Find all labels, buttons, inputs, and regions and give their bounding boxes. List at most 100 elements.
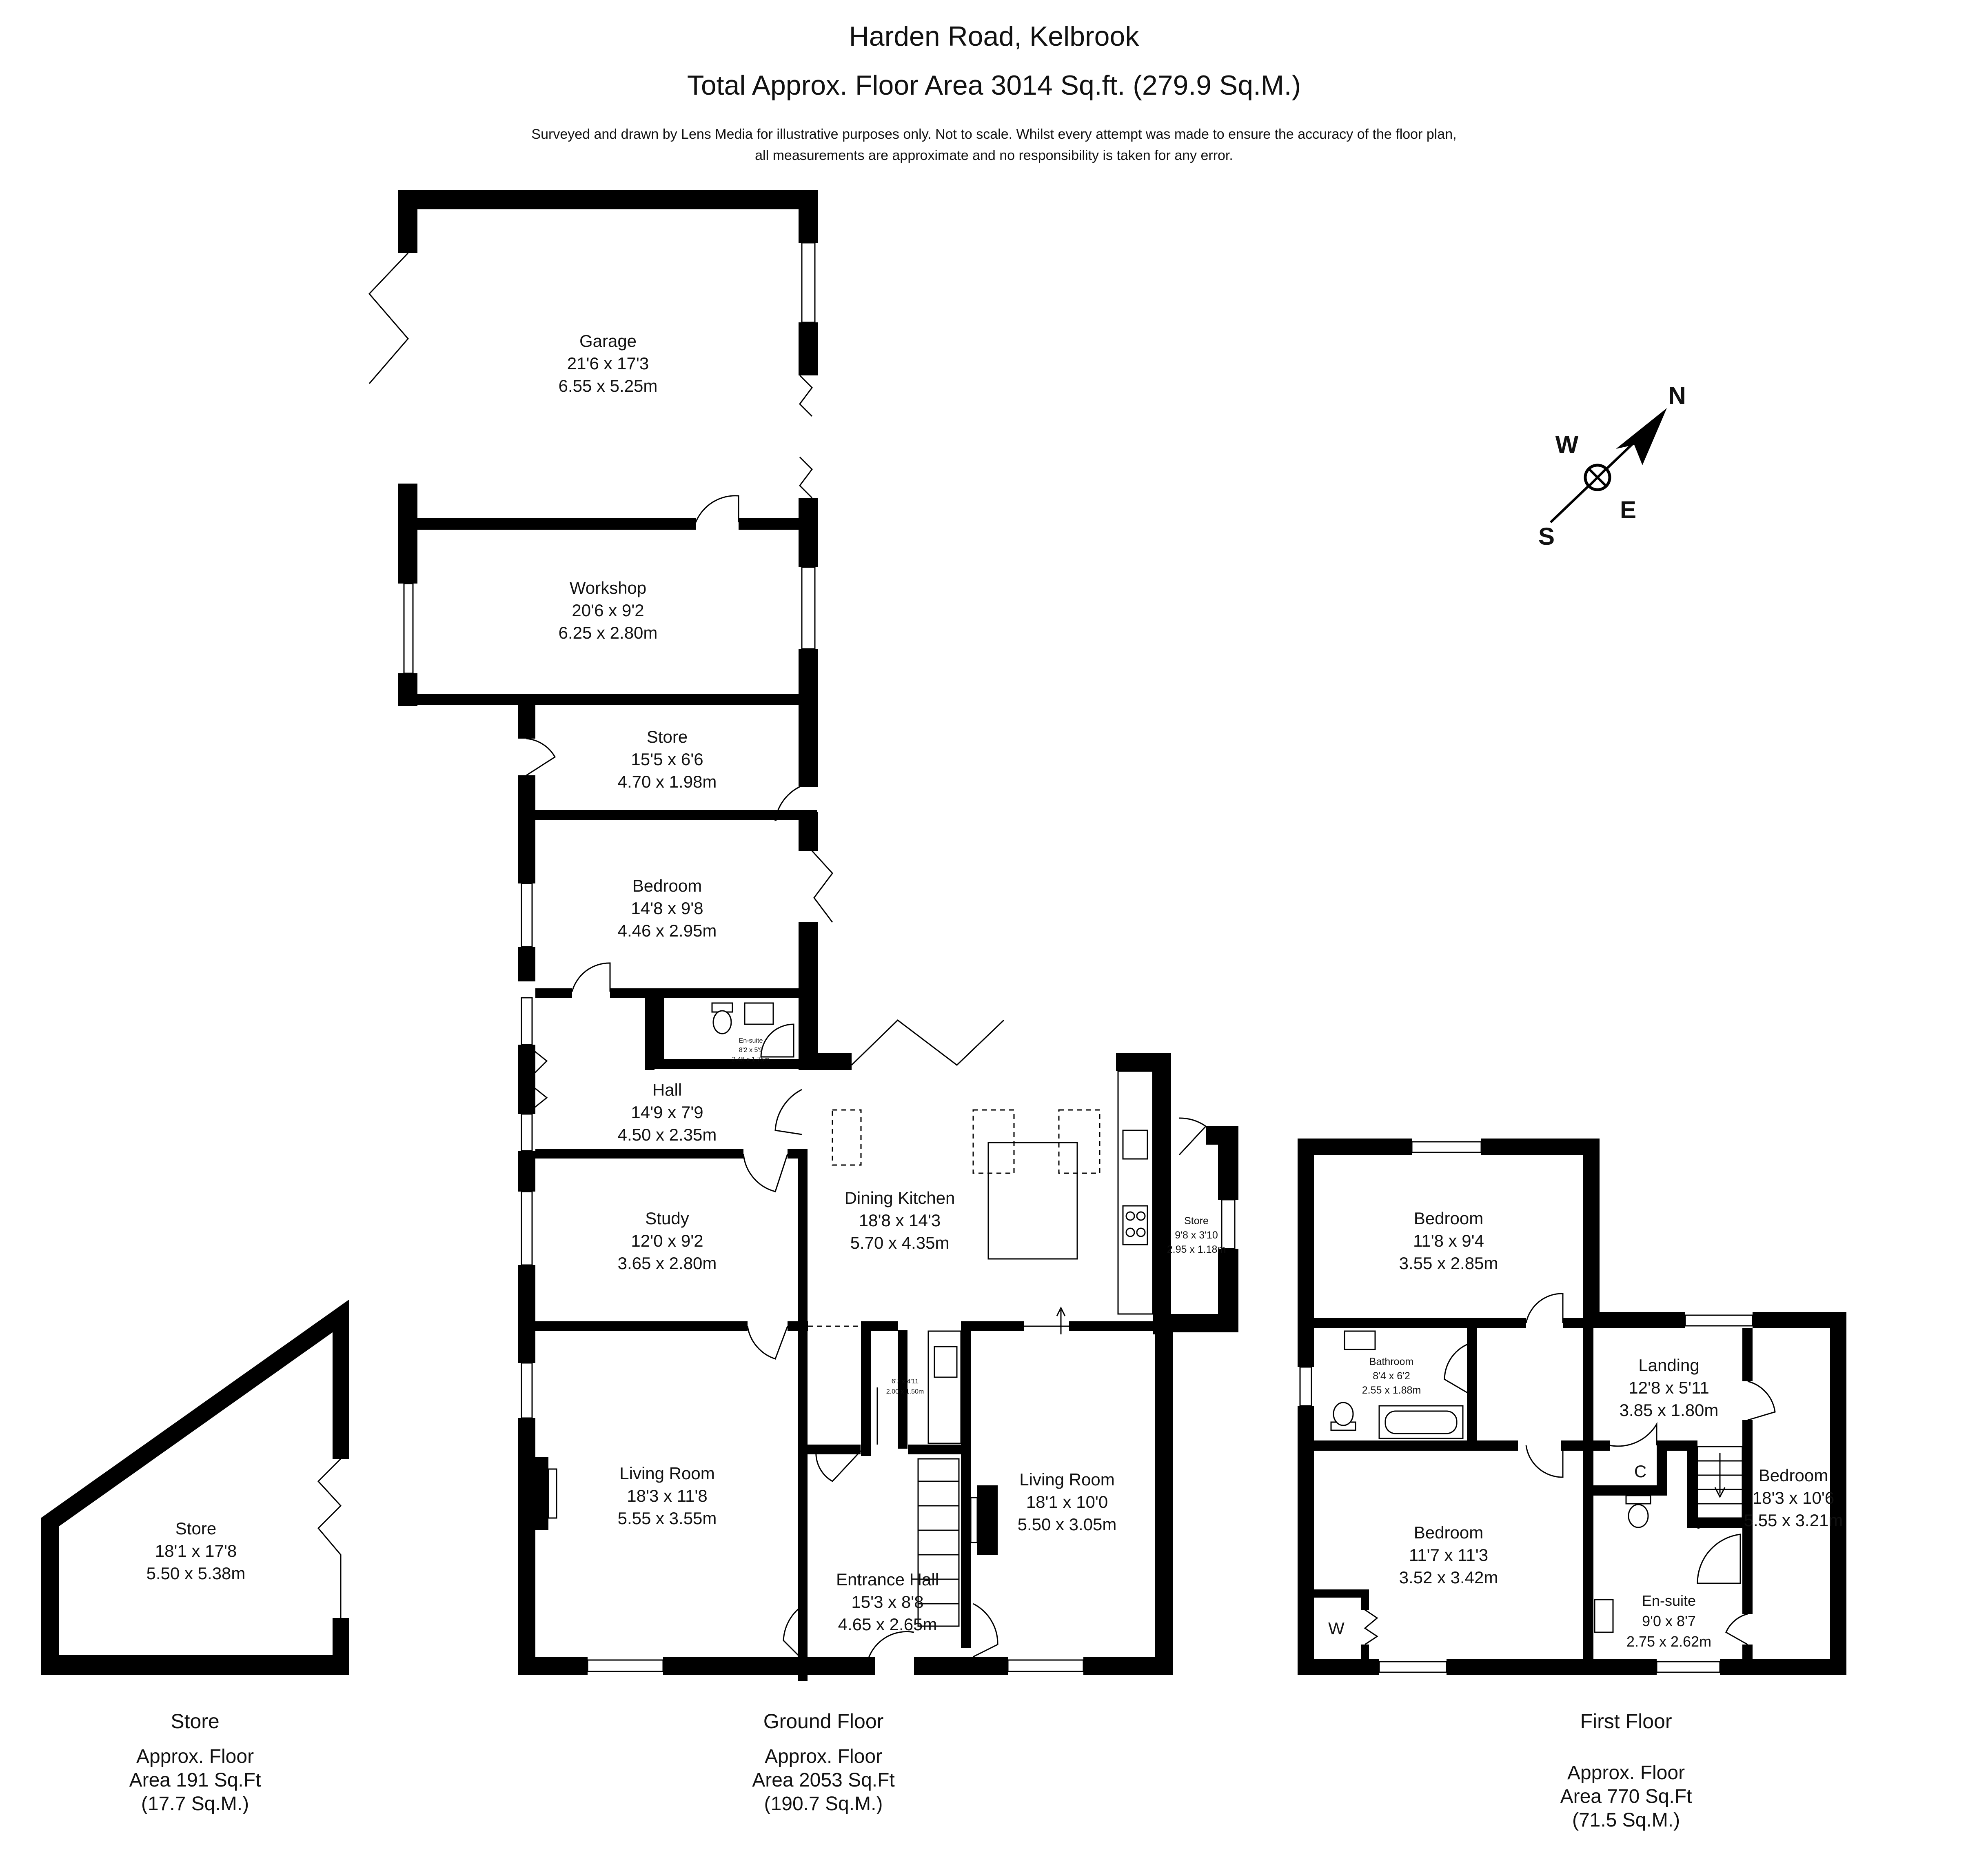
door-icon [1444, 1342, 1473, 1396]
door-icon [317, 1458, 342, 1618]
room-size-metric: 3.65 x 2.80m [618, 1254, 717, 1273]
shower-icon [760, 1023, 794, 1058]
room-size-metric: 5.55 x 3.21m [1744, 1511, 1843, 1530]
window [521, 1191, 533, 1266]
window [521, 997, 533, 1045]
window [1299, 1366, 1312, 1407]
basin-icon [744, 1002, 774, 1025]
sink-icon [1122, 1130, 1148, 1160]
ground-floor-labels: Garage 21'6 x 17'3 6.55 x 5.25m Workshop… [559, 331, 1226, 1634]
room-size-imperial: 15'3 x 8'8 [851, 1592, 923, 1611]
room-size-imperial: 8'2 x 5'9 [739, 1047, 763, 1054]
room-name: Entrance Hall [836, 1570, 939, 1589]
toilet-icon [1625, 1495, 1651, 1505]
room-size-metric: 2.48 x 1.75m [732, 1056, 770, 1063]
floor-summaries: Store Approx. Floor Area 191 Sq.Ft (17.7… [129, 1710, 1692, 1831]
fireplace-icon [535, 1457, 548, 1530]
door-icon [774, 786, 800, 821]
fireplace-hearth-icon [970, 1497, 978, 1543]
room-name: En-suite [1642, 1592, 1696, 1609]
basin-icon [1594, 1599, 1614, 1633]
skylight-icon [972, 1109, 1015, 1174]
window [1684, 1314, 1753, 1327]
floor-area-line: (17.7 Sq.M.) [141, 1793, 249, 1815]
door-icon [1178, 1117, 1207, 1156]
room-name: Bedroom [632, 876, 702, 895]
room-size-imperial: 9'8 x 3'10 [1175, 1230, 1218, 1241]
arrow-down-icon [1714, 1453, 1726, 1498]
first-floor-windows [1299, 1141, 1753, 1673]
compass: N E S W [1538, 382, 1686, 550]
room-size-metric: 3.52 x 3.42m [1399, 1568, 1498, 1587]
window [801, 566, 816, 650]
cupboard-label: C [1634, 1462, 1646, 1481]
room-size-imperial: 12'0 x 9'2 [631, 1231, 703, 1250]
room-size-metric: 2.75 x 2.62m [1626, 1633, 1711, 1650]
room-size-imperial: 20'6 x 9'2 [572, 601, 644, 620]
ground-floor-windows [403, 242, 1236, 1672]
room-name: Workshop [570, 578, 646, 597]
compass-east: E [1620, 496, 1636, 524]
compass-west: W [1555, 431, 1579, 458]
wardrobe-label: W [1328, 1619, 1345, 1638]
room-size-metric: 4.46 x 2.95m [618, 921, 717, 940]
room-name: Bedroom [1759, 1466, 1828, 1485]
door-icon [1747, 1380, 1776, 1421]
room-size-imperial: 11'7 x 11'3 [1409, 1545, 1488, 1565]
window [801, 242, 816, 323]
door-icon [866, 1631, 914, 1663]
first-floor-fixtures [1330, 1330, 1743, 1633]
room-size-metric: 5.70 x 4.35m [850, 1233, 950, 1252]
room-size-imperial: 15'5 x 6'6 [631, 750, 703, 769]
floor-area-line: Approx. Floor [136, 1746, 254, 1767]
hob-icon [1122, 1205, 1148, 1245]
disclaimer-line-2: all measurements are approximate and no … [755, 148, 1233, 163]
first-floor-walls [1298, 1139, 1846, 1675]
window [1411, 1141, 1482, 1153]
door-icon [1364, 1609, 1378, 1645]
room-name: Store [647, 727, 688, 746]
window [1221, 1199, 1236, 1250]
door-icon [1525, 1293, 1564, 1323]
fireplace-icon [977, 1485, 998, 1555]
first-floor-doors [1364, 1293, 1776, 1645]
floor-area-line: Area 2053 Sq.Ft [752, 1769, 895, 1791]
floor-name: First Floor [1580, 1710, 1672, 1733]
window [521, 883, 533, 948]
door-icon [571, 962, 611, 992]
disclaimer-line-1: Surveyed and drawn by Lens Media for ill… [531, 127, 1456, 142]
room-size-metric: 4.65 x 2.65m [838, 1615, 937, 1634]
room-name: Living Room [619, 1464, 714, 1483]
room-name: Store [175, 1519, 216, 1538]
window [587, 1659, 664, 1672]
door-icon [799, 456, 813, 499]
toilet-bowl-icon [712, 1010, 732, 1034]
door-icon [1525, 1445, 1564, 1478]
door-icon [799, 375, 813, 417]
door-icon [747, 1326, 788, 1360]
floor-area-line: Area 191 Sq.Ft [129, 1769, 261, 1791]
room-name: Dining Kitchen [845, 1188, 955, 1207]
shower-icon [1697, 1534, 1741, 1584]
room-size-imperial: 6'7 x 4'11 [892, 1378, 919, 1385]
room-name: Bedroom [1414, 1523, 1483, 1542]
door-icon [783, 1607, 801, 1658]
ground-floor-doors [368, 252, 1207, 1663]
door-icon [526, 738, 556, 776]
sink-icon [934, 1346, 958, 1378]
room-name: Garage [579, 331, 637, 351]
skylight-icon [832, 1109, 862, 1166]
room-name: Study [645, 1209, 689, 1228]
kitchen-bifold-door-icon [851, 1019, 1005, 1066]
room-size-imperial: 8'4 x 6'2 [1373, 1370, 1410, 1382]
stairs-icon [917, 1458, 960, 1627]
room-name: En-suite [739, 1037, 763, 1044]
room-size-imperial: 12'8 x 5'11 [1629, 1378, 1709, 1397]
window [1656, 1661, 1721, 1673]
compass-north: N [1668, 382, 1686, 409]
floor-area-line: Area 770 Sq.Ft [1560, 1786, 1692, 1807]
room-size-imperial: 21'6 x 17'3 [567, 354, 649, 373]
toilet-bowl-icon [1628, 1504, 1649, 1528]
room-size-metric: 4.70 x 1.98m [618, 772, 717, 791]
room-size-imperial: 14'8 x 9'8 [631, 899, 703, 918]
